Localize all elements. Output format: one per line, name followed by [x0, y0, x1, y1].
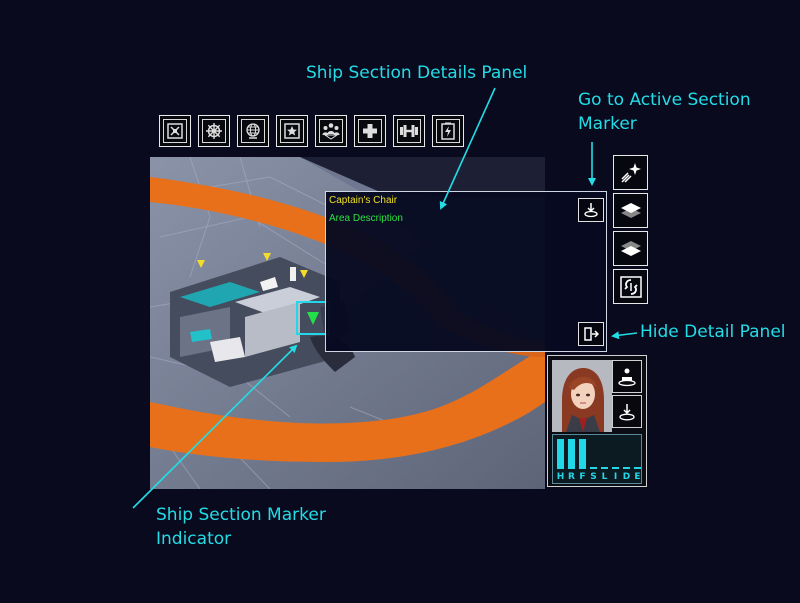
- crosshair-button[interactable]: [159, 115, 191, 147]
- go-to-active-section-button[interactable]: [578, 198, 604, 222]
- power-icon: [441, 122, 455, 140]
- stat-bar-e: [634, 467, 641, 469]
- globe-icon: [246, 123, 260, 139]
- helm-button[interactable]: [198, 115, 230, 147]
- reset-view-icon: [619, 275, 642, 298]
- reset-view-button[interactable]: [613, 269, 648, 304]
- stat-letter-f: F: [579, 472, 586, 482]
- go-to-marker-icon: [619, 403, 635, 420]
- medical-cross-icon: [363, 124, 377, 138]
- seat-icon: [618, 368, 636, 386]
- stat-letter-e: E: [634, 472, 641, 482]
- callout-details-panel: Ship Section Details Panel: [306, 63, 528, 83]
- stat-letter-h: H: [556, 472, 565, 482]
- crew-group-icon: [322, 123, 340, 140]
- area-description: Area Description: [329, 213, 403, 224]
- medical-button[interactable]: [354, 115, 386, 147]
- stat-letter-r: R: [568, 472, 575, 482]
- star-badge-icon: [284, 123, 300, 139]
- layer-down-button[interactable]: [613, 231, 648, 266]
- area-title: Captain's Chair: [329, 195, 398, 206]
- crew-portrait[interactable]: [552, 360, 612, 432]
- active-marker-icon[interactable]: [307, 312, 319, 325]
- layers-up-icon: [620, 202, 641, 218]
- go-to-marker-icon: [584, 203, 598, 218]
- layer-up-button[interactable]: [613, 193, 648, 228]
- ship-wheel-icon: [206, 123, 222, 139]
- dumbbell-icon: [400, 125, 418, 137]
- crew-button[interactable]: [315, 115, 347, 147]
- stat-letter-s: S: [590, 472, 597, 482]
- arrow-hide-panel: [611, 331, 638, 340]
- callout-go-to-active: Go to Active Section Marker: [578, 90, 751, 134]
- layers-down-icon: [620, 240, 641, 256]
- stat-bar-i: [612, 467, 619, 469]
- stat-bar-s: [590, 467, 597, 469]
- stat-bar-d: [623, 467, 630, 469]
- crew-go-to-button[interactable]: [612, 395, 642, 428]
- rank-button[interactable]: [276, 115, 308, 147]
- crew-station-button[interactable]: [612, 360, 642, 393]
- stat-bar-l: [601, 467, 608, 469]
- stat-bar-r: [568, 439, 575, 469]
- hide-panel-icon: [584, 327, 599, 341]
- stat-letter-i: I: [613, 472, 618, 482]
- warp-button[interactable]: [613, 155, 648, 190]
- callout-marker-indicator: Ship Section Marker Indicator: [156, 505, 326, 549]
- stat-bar-h: [557, 439, 564, 469]
- stat-letter-d: D: [622, 472, 631, 482]
- stat-bar-f: [579, 439, 586, 469]
- power-button[interactable]: [432, 115, 464, 147]
- stat-letter-l: L: [601, 472, 608, 482]
- crosshair-icon: [167, 123, 183, 139]
- warp-icon: [620, 162, 641, 183]
- ship-section-details-panel: Captain's Chair Area Description: [325, 191, 607, 352]
- hide-detail-panel-button[interactable]: [578, 322, 604, 346]
- navigation-button[interactable]: [237, 115, 269, 147]
- callout-hide-panel: Hide Detail Panel: [640, 322, 786, 342]
- training-button[interactable]: [393, 115, 425, 147]
